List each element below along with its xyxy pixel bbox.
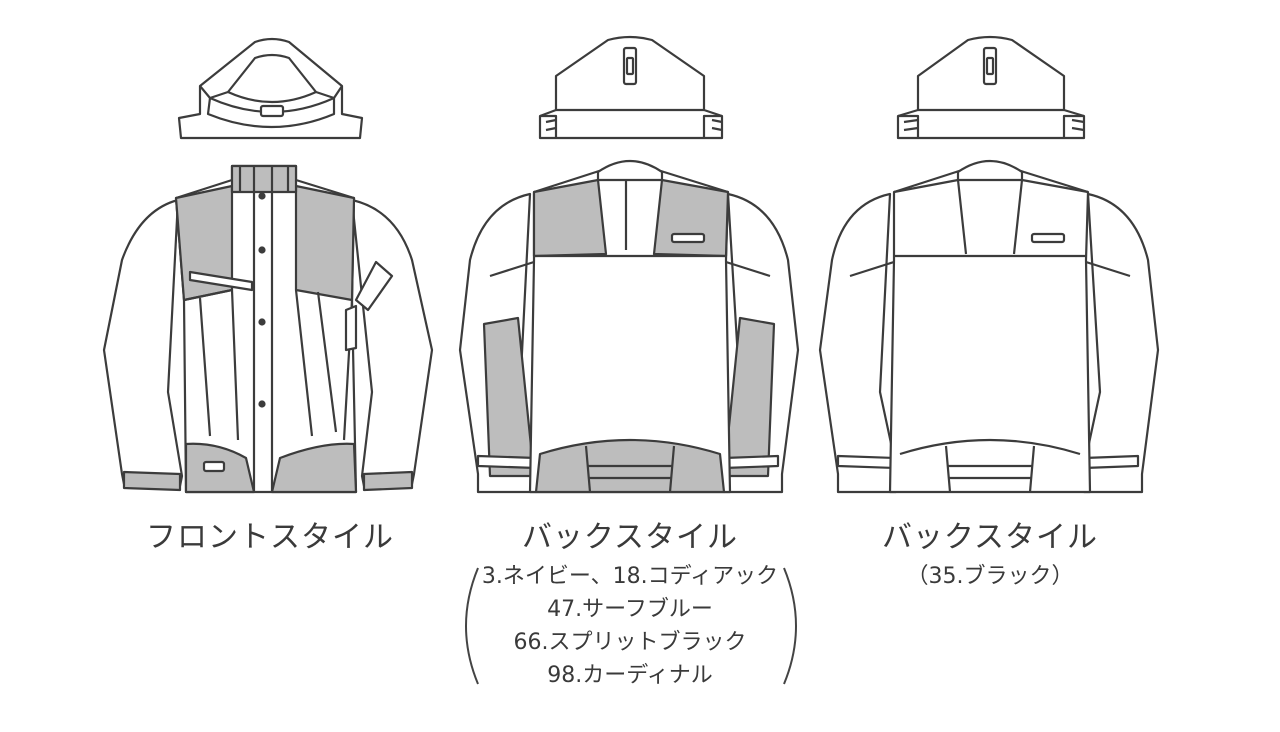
right-parenthesis xyxy=(783,567,797,685)
color-note-line-2: 47.サーフブルー xyxy=(547,597,713,622)
back-hood-gray xyxy=(538,35,724,140)
back-style-black-caption: バックスタイル xyxy=(881,520,1099,555)
black-color-note: （35.ブラック） xyxy=(906,564,1074,589)
color-note-line-3: 66.スプリットブラック xyxy=(513,630,747,655)
back-style-illustration-gray xyxy=(458,35,800,494)
front-right-sleeve xyxy=(350,198,434,488)
color-note-line-1: 3.ネイビー、18.コディアック xyxy=(481,564,779,589)
front-hood xyxy=(177,37,364,140)
front-style-illustration xyxy=(102,37,434,494)
color-note-line-4: 98.カーディナル xyxy=(547,663,713,688)
front-style-caption: フロントスタイル xyxy=(146,520,394,555)
left-parenthesis xyxy=(465,567,479,685)
front-left-sleeve xyxy=(102,198,184,488)
back-style-illustration-black xyxy=(818,35,1160,494)
back-style-caption: バックスタイル xyxy=(521,520,739,555)
back-hood-black xyxy=(896,35,1086,140)
